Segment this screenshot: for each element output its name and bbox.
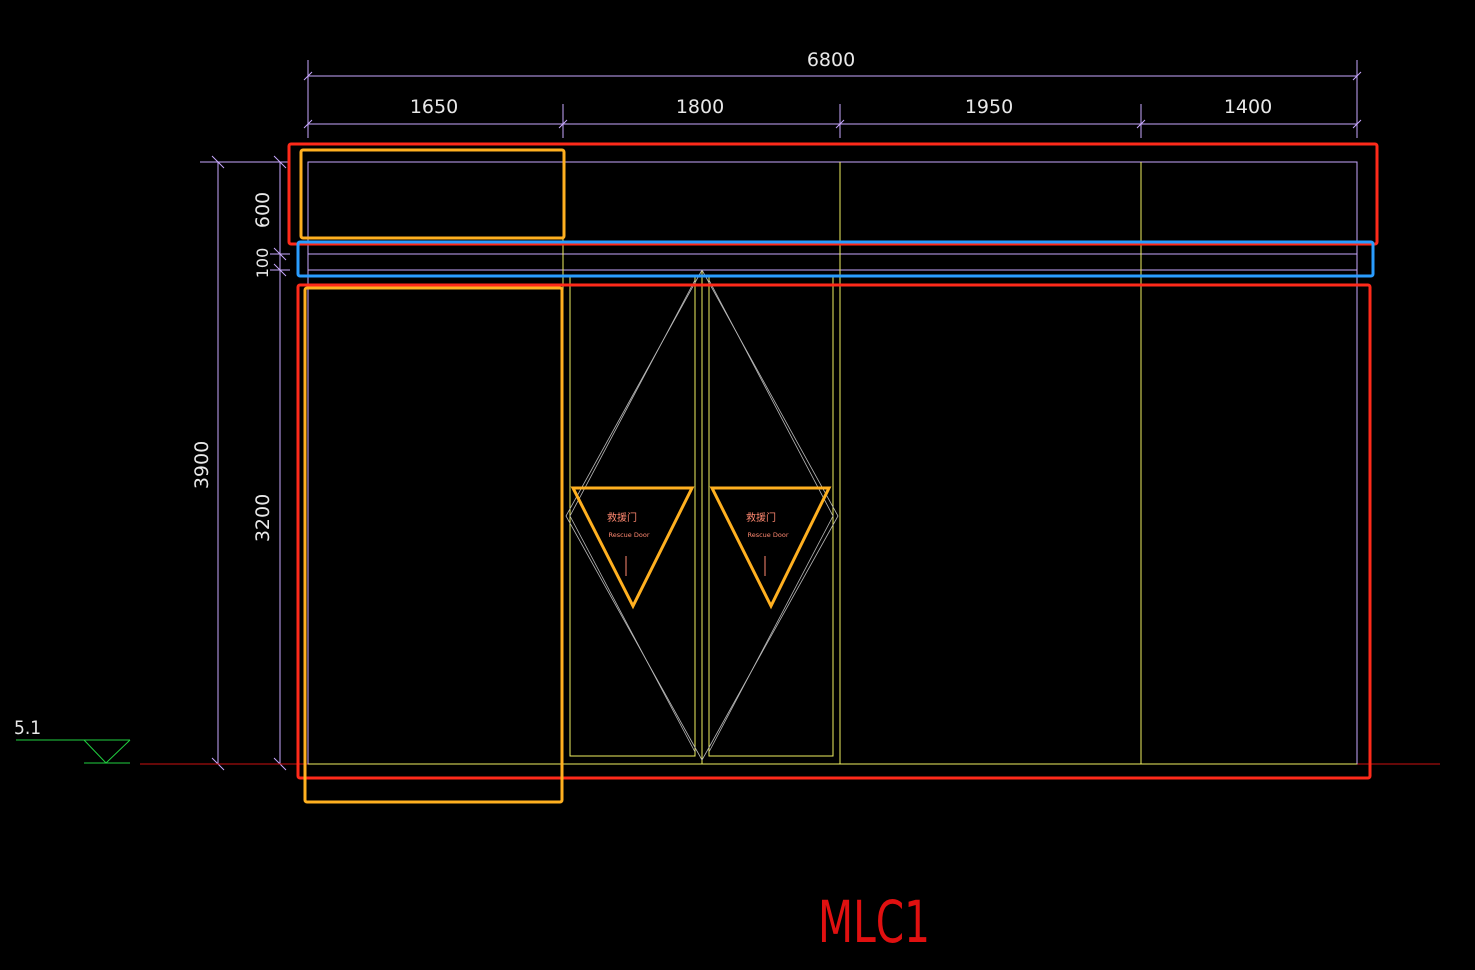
rescue-door-left-cn: 救援门 xyxy=(607,511,637,524)
left-dimension-labels: 3900 600 100 3200 xyxy=(191,192,274,542)
door-swing-lines xyxy=(565,269,839,761)
highlight-lower-red xyxy=(296,283,1372,780)
rescue-door-right-cn: 救援门 xyxy=(746,511,776,524)
level-mark: 5.1 xyxy=(14,717,131,764)
drawing-title: MLC1 xyxy=(818,888,930,956)
bay-4-width-label: 1400 xyxy=(1224,96,1272,118)
curtain-wall-frame xyxy=(307,161,1358,765)
rescue-door-left-en: Rescue Door xyxy=(609,531,650,539)
door-height-label: 3200 xyxy=(252,494,274,542)
overall-height-label: 3900 xyxy=(191,441,213,489)
rescue-door-sign-right: 救援门 Rescue Door xyxy=(709,486,832,610)
bay-1-width-label: 1650 xyxy=(410,96,458,118)
top-dimension-labels: 6800 1650 1800 1950 1400 xyxy=(410,49,1272,118)
bay-3-width-label: 1950 xyxy=(965,96,1013,118)
highlight-beam-blue xyxy=(296,240,1375,278)
highlight-boxes xyxy=(287,142,1379,804)
highlight-transom-panel-orange xyxy=(299,148,566,240)
highlight-transom-red xyxy=(287,142,1379,246)
transom-height-label: 600 xyxy=(252,192,274,228)
overall-width-label: 6800 xyxy=(807,49,855,71)
rescue-door-right-en: Rescue Door xyxy=(748,531,789,539)
highlight-door-panel-orange xyxy=(303,286,564,804)
beam-height-label: 100 xyxy=(253,248,272,279)
left-dimensions xyxy=(200,155,290,771)
rescue-door-sign-left: 救援门 Rescue Door xyxy=(570,486,695,610)
bay-2-width-label: 1800 xyxy=(676,96,724,118)
level-mark-label: 5.1 xyxy=(14,717,41,739)
top-dimensions xyxy=(303,60,1362,138)
